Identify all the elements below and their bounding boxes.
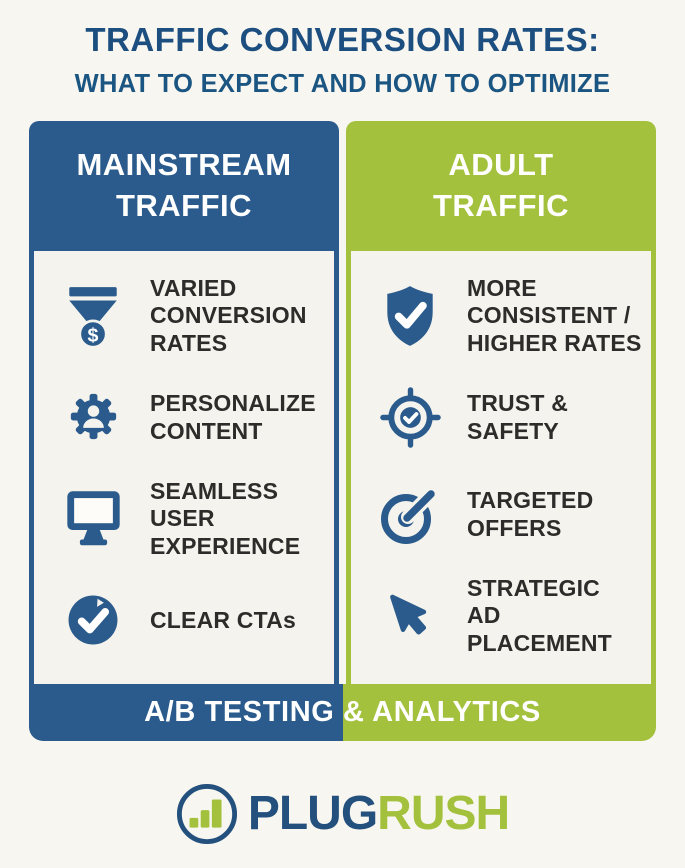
ab-testing-banner: A/B TESTING & ANALYTICS (29, 683, 656, 741)
check-circle-icon (55, 583, 131, 657)
bar-chart-circle-icon (176, 783, 238, 845)
cursor-arrow-icon (372, 579, 448, 653)
column-header-mainstream: MAINSTREAM TRAFFIC (29, 120, 339, 251)
gear-user-icon (55, 381, 131, 455)
list-item: $ VARIED CONVERSION RATES (55, 275, 328, 358)
funnel-dollar-icon: $ (55, 279, 131, 353)
bullseye-dart-icon (372, 478, 448, 552)
list-item-label: MORE CONSISTENT / HIGHER RATES (467, 274, 642, 356)
list-item: TARGETED OFFERS (372, 478, 645, 552)
banner-green-half (342, 683, 656, 741)
page-subtitle: WHAT TO EXPECT AND HOW TO OPTIMIZE (74, 67, 611, 98)
wordmark-plug: PLUG (247, 786, 378, 840)
list-item: STRATEGIC AD PLACEMENT (372, 575, 645, 658)
column-body-adult: MORE CONSISTENT / HIGHER RATES TRUST & S… (346, 250, 656, 684)
list-item-label: CLEAR CTAs (150, 606, 296, 633)
list-item-label: SEAMLESS USER EXPERIENCE (150, 477, 301, 559)
column-header-adult: ADULT TRAFFIC (346, 120, 656, 251)
column-mainstream-traffic: MAINSTREAM TRAFFIC $ VARIED CONVERSION R… (29, 120, 339, 684)
column-adult-traffic: ADULT TRAFFIC MORE CONSISTENT / HIGHER R… (346, 120, 656, 684)
wordmark-rush: RUSH (377, 786, 510, 840)
list-item-label: TARGETED OFFERS (467, 486, 594, 541)
list-item: SEAMLESS USER EXPERIENCE (55, 478, 328, 561)
list-item-label: STRATEGIC AD PLACEMENT (467, 574, 612, 656)
monitor-icon (55, 482, 131, 556)
svg-text:$: $ (88, 325, 99, 347)
page-title: TRAFFIC CONVERSION RATES: (85, 21, 600, 58)
banner-blue-half (29, 683, 343, 741)
crosshair-check-icon (372, 381, 448, 455)
shield-check-icon (372, 279, 448, 353)
list-item-label: VARIED CONVERSION RATES (150, 274, 307, 356)
list-item: PERSONALIZE CONTENT (55, 381, 328, 455)
list-item: TRUST & SAFETY (372, 381, 645, 455)
comparison-columns: MAINSTREAM TRAFFIC $ VARIED CONVERSION R… (29, 120, 656, 684)
list-item-label: PERSONALIZE CONTENT (150, 389, 316, 444)
column-body-mainstream: $ VARIED CONVERSION RATES PERSONALIZE CO… (29, 250, 339, 684)
list-item: CLEAR CTAs (55, 583, 328, 657)
plugrush-logo: PLUGRUSH (0, 783, 685, 845)
banner-label: A/B TESTING & ANALYTICS (144, 695, 541, 728)
list-item: MORE CONSISTENT / HIGHER RATES (372, 275, 645, 358)
list-item-label: TRUST & SAFETY (467, 389, 569, 444)
wordmark: PLUGRUSH (247, 786, 510, 840)
